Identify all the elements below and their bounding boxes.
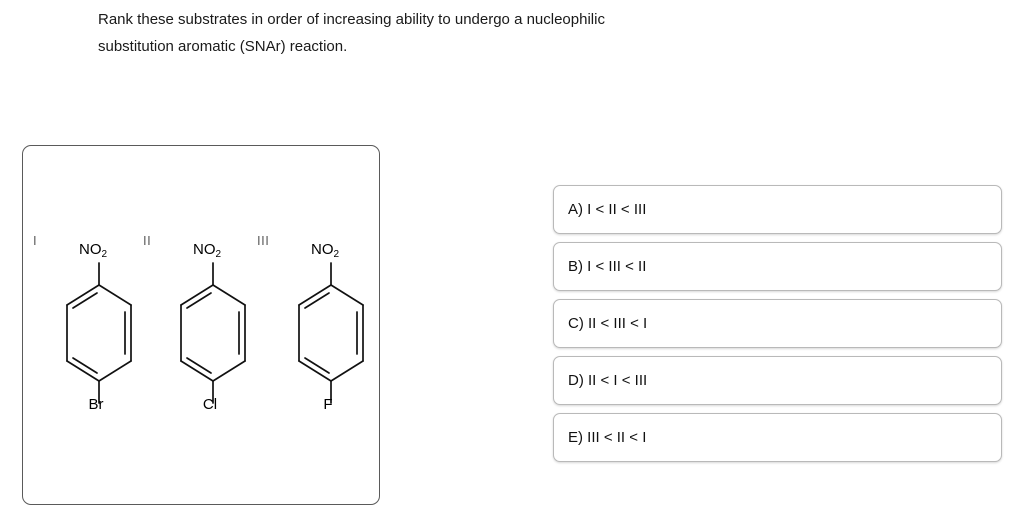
substituent-label-bromo-i: Br — [88, 396, 104, 413]
structures-panel: I NO2 Br II NO2 — [22, 145, 380, 505]
question-line-1: Rank these substrates in order of increa… — [98, 11, 605, 28]
answer-options-list: A) I < II < III B) I < III < II C) II < … — [553, 185, 1002, 462]
answer-option-c[interactable]: C) II < III < I — [553, 299, 1002, 348]
substituent-label-fluoro-iii: F — [323, 396, 333, 413]
question-prompt: Rank these substrates in order of increa… — [98, 6, 798, 60]
substituent-label-nitro-i: NO2 — [79, 241, 108, 260]
substituent-label-chloro-ii: Cl — [202, 396, 218, 413]
molecule-structure-i: I NO2 Br — [33, 233, 161, 431]
structure-label-ii: II — [143, 233, 152, 248]
molecule-structure-iii: III NO2 F — [257, 233, 393, 431]
benzene-ring-icon — [298, 262, 364, 404]
molecule-structure-ii: II NO2 Cl — [143, 233, 275, 431]
answer-option-b[interactable]: B) I < III < II — [553, 242, 1002, 291]
answer-option-a[interactable]: A) I < II < III — [553, 185, 1002, 234]
substituent-label-nitro-iii: NO2 — [311, 241, 340, 260]
benzene-ring-icon — [66, 262, 132, 404]
benzene-ring-icon — [180, 262, 246, 404]
answer-option-d[interactable]: D) II < I < III — [553, 356, 1002, 405]
substituent-label-nitro-ii: NO2 — [193, 241, 222, 260]
answer-option-e[interactable]: E) III < II < I — [553, 413, 1002, 462]
structure-label-i: I — [33, 233, 38, 248]
structure-label-iii: III — [257, 233, 270, 248]
question-line-2: substitution aromatic (SNAr) reaction. — [98, 38, 348, 55]
